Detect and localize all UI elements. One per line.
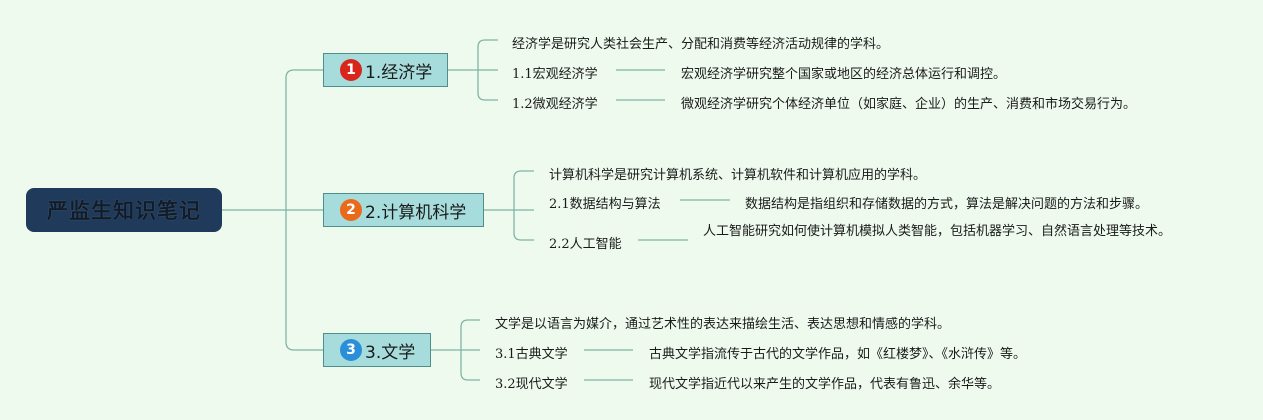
branch-label: 3.文学 (365, 342, 416, 363)
sub-node-desc: 数据结构是指组织和存储数据的方式，算法是解决问题的方法和步骤。 (745, 197, 1149, 212)
root-title: 严监生知识笔记 (47, 199, 201, 223)
branch-summary: 文学是以语言为媒介，通过艺术性的表达来描绘生活、表达思想和情感的学科。 (495, 317, 951, 332)
branch-summary: 经济学是研究人类社会生产、分配和消费等经济活动规律的学科。 (512, 37, 890, 52)
sub-node-desc: 古典文学指流传于古代的文学作品，如《红楼梦》、《水浒传》等。 (649, 347, 1027, 362)
branch-node-literature[interactable]: 3 3.文学 (323, 333, 431, 367)
branch-label: 1.经济学 (365, 62, 433, 83)
branch-summary: 计算机科学是研究计算机系统、计算机软件和计算机应用的学科。 (549, 168, 927, 183)
branch-number-badge: 2 (340, 199, 362, 221)
sub-node-label[interactable]: 1.2微观经济学 (512, 97, 598, 112)
sub-node-label[interactable]: 3.1古典文学 (495, 347, 568, 362)
sub-node-desc: 人工智能研究如何使计算机模拟人类智能，包括机器学习、自然语言处理等技术。 (703, 224, 1172, 239)
branch-node-computer-science[interactable]: 2 2.计算机科学 (323, 193, 484, 227)
branch-label: 2.计算机科学 (365, 202, 467, 223)
sub-node-desc: 现代文学指近代以来产生的文学作品，代表有鲁迅、余华等。 (649, 377, 1001, 392)
root-node[interactable]: 严监生知识笔记 (26, 188, 222, 232)
sub-node-label[interactable]: 2.1数据结构与算法 (549, 197, 661, 212)
sub-node-desc: 宏观经济学研究整个国家或地区的经济总体运行和调控。 (681, 67, 1007, 82)
sub-node-label[interactable]: 2.2人工智能 (549, 237, 622, 252)
sub-node-desc: 微观经济学研究个体经济单位（如家庭、企业）的生产、消费和市场交易行为。 (681, 97, 1137, 112)
sub-node-label[interactable]: 3.2现代文学 (495, 377, 568, 392)
branch-node-economics[interactable]: 1 1.经济学 (323, 53, 448, 87)
branch-number-badge: 1 (340, 59, 362, 81)
branch-number-badge: 3 (340, 339, 362, 361)
sub-node-label[interactable]: 1.1宏观经济学 (512, 67, 598, 82)
